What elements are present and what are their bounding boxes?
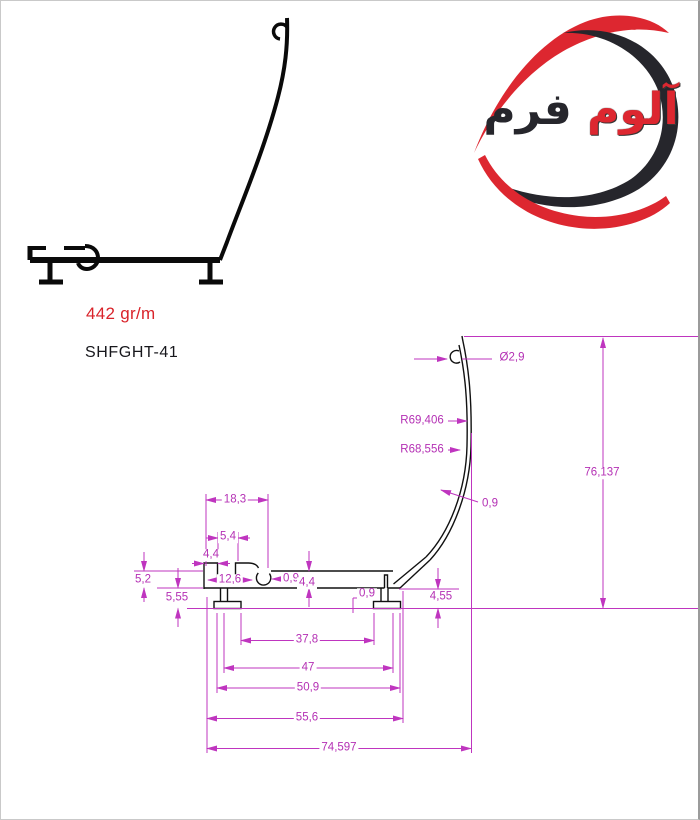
logo-word-black: فرم	[483, 84, 572, 135]
dim-label-width-3: 50,9	[294, 681, 322, 694]
profile-section-outline	[203, 335, 472, 610]
logo-red-top-crescent	[474, 15, 669, 154]
dim-label-wall-right: 4,4	[297, 576, 317, 589]
logo-red-bottom-crescent	[478, 155, 670, 229]
profile-weight-label: 442 gr/m	[86, 304, 156, 323]
dim-label-radius-outer: R69,406	[398, 414, 446, 427]
dimension-lines	[134, 336, 698, 753]
dim-label-clip-wall: 0,9	[281, 572, 301, 585]
dim-label-width-total: 74,597	[319, 741, 359, 754]
dim-label-gap-right: 0,9	[357, 587, 377, 600]
dim-label-channel: 12,6	[216, 573, 244, 586]
dim-label-hook-diameter: Ø2,9	[497, 351, 527, 364]
dim-label-curve-wall: 0,9	[480, 497, 500, 510]
dim-label-foot-right: 4,55	[427, 590, 455, 603]
dim-label-height-total: 76,137	[582, 466, 622, 479]
profile-thumbnail-outline	[27, 17, 290, 285]
dim-label-thickness-left: 5,2	[133, 573, 153, 586]
company-logo	[474, 15, 679, 229]
dim-label-slot-width: 5,4	[218, 530, 238, 543]
dim-label-width-1: 37,8	[293, 633, 321, 646]
logo-word-red: آلوم	[587, 84, 679, 135]
part-number-label: SHFGHT-41	[85, 344, 179, 361]
dim-label-flange-left: 4,4	[201, 548, 221, 561]
dim-label-width-2: 47	[299, 661, 317, 674]
dim-label-width-4: 55,6	[293, 711, 321, 724]
logo-wordmark: آلوم فرم	[463, 84, 698, 136]
dim-label-top-width: 18,3	[221, 493, 249, 506]
dim-label-foot-left: 5,55	[163, 591, 191, 604]
dim-label-radius-inner: R68,556	[398, 443, 446, 456]
